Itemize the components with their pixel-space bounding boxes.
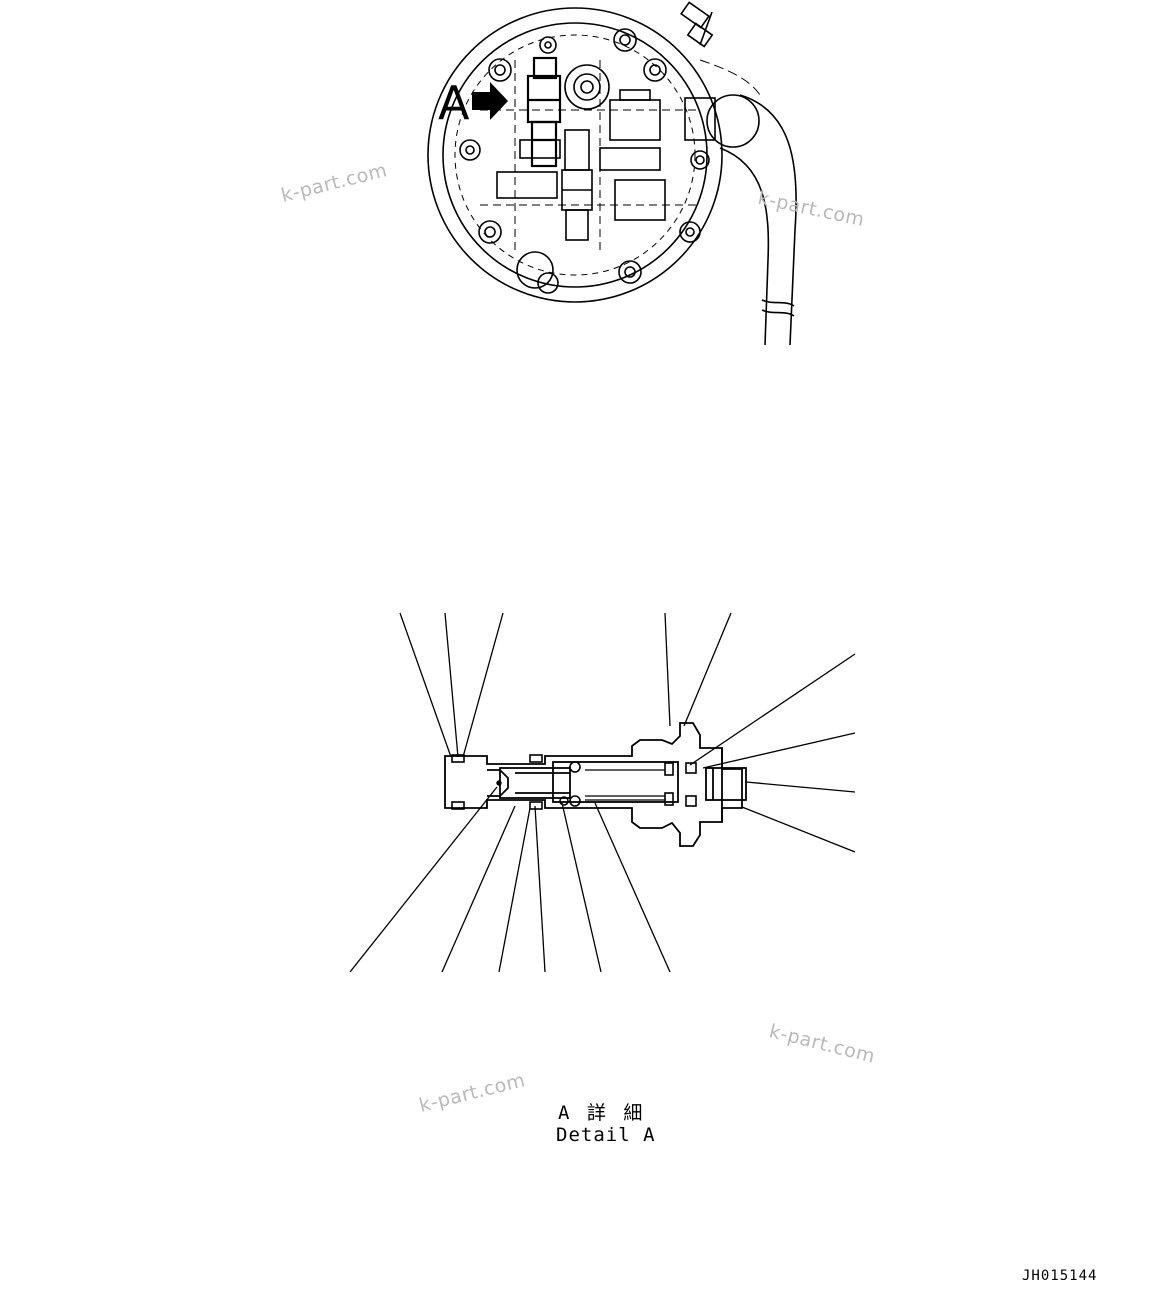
plug <box>705 767 747 801</box>
view-marker-letter: A <box>438 76 470 130</box>
hose <box>739 94 797 346</box>
hose-fitting <box>680 1 760 148</box>
view-arrow <box>472 82 508 120</box>
valve-body-outline <box>444 722 743 847</box>
leader-lines <box>349 612 856 973</box>
valve-cartridge-lower <box>561 129 593 241</box>
bolt-holes <box>459 28 710 284</box>
housing-outer-ring <box>427 7 723 303</box>
o-rings <box>451 754 697 810</box>
drawing-number: JH015144 <box>1022 1268 1098 1284</box>
detail-caption-en: Detail A <box>556 1124 656 1146</box>
detail-caption-jp: A 詳 細 <box>558 1102 646 1124</box>
spring <box>585 769 665 801</box>
